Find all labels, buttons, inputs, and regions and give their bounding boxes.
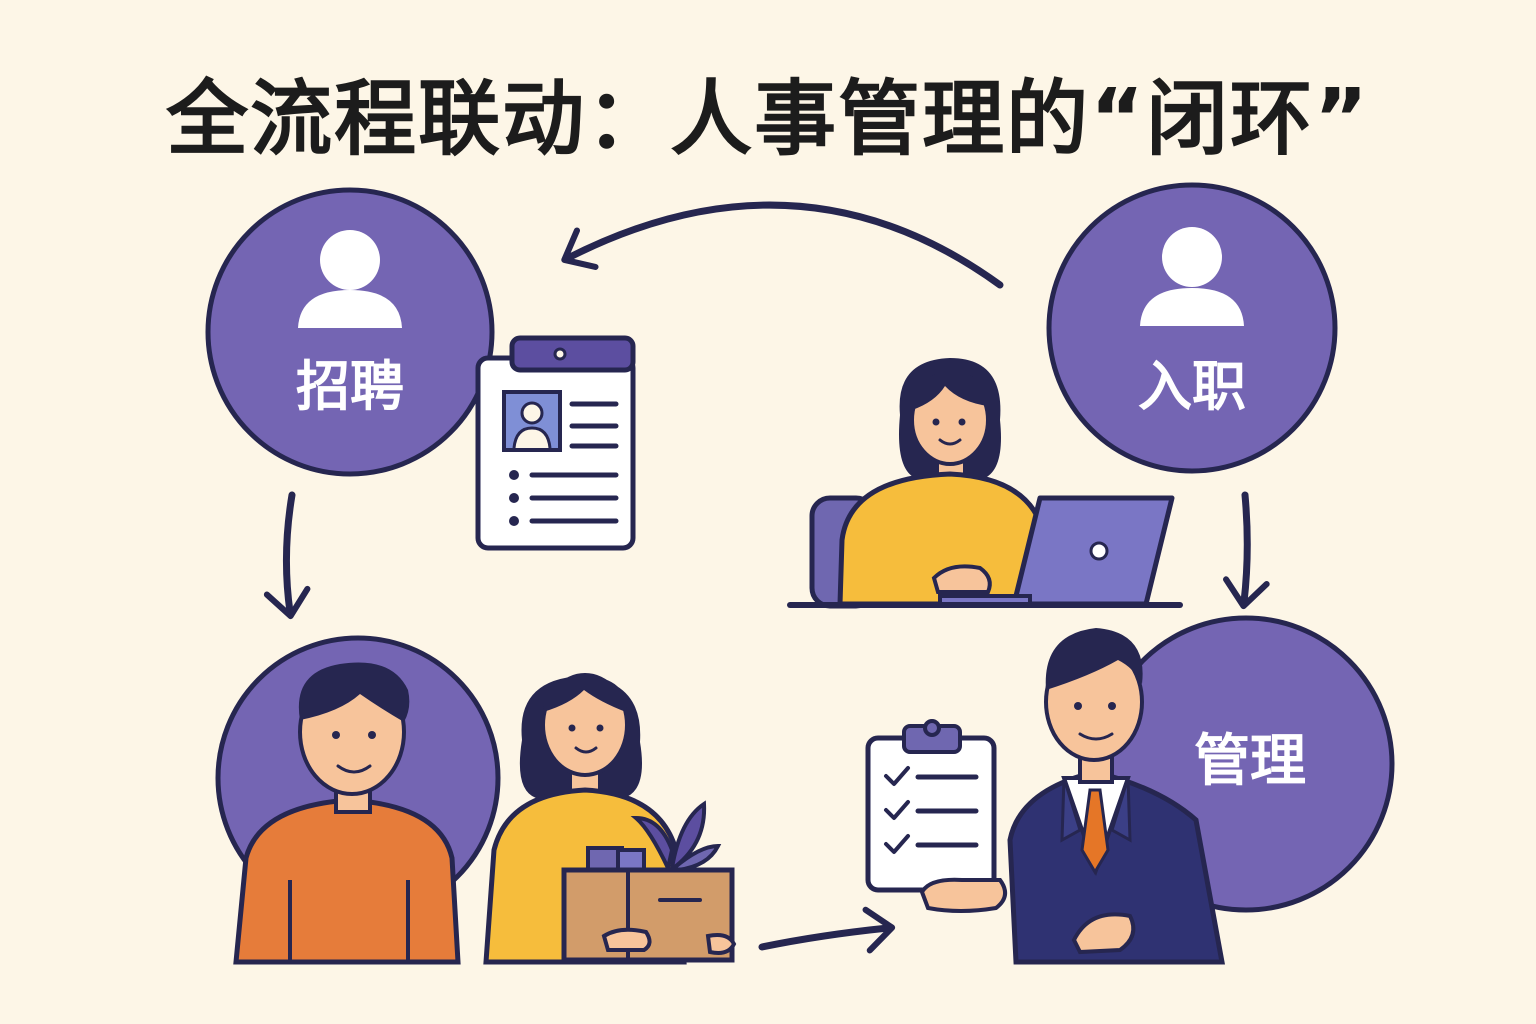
stage-label-recruit: 招聘 (296, 355, 404, 418)
person-icon (298, 230, 402, 328)
manager-with-clipboard (865, 628, 1225, 965)
arrow-onboard-to-recruit (561, 201, 1004, 289)
person-icon (1140, 227, 1244, 326)
stage-label-onboard: 入职 (1138, 355, 1246, 418)
new-hire-group (215, 635, 501, 965)
arrow-onboard-down (1222, 491, 1270, 610)
stage-onboard: 入职 (1046, 182, 1338, 474)
page-title: 全流程联动：人事管理的“闭环” (166, 72, 1370, 167)
man-orange-shirt (233, 662, 461, 965)
stage-label-manage: 管理 (1194, 729, 1306, 794)
clipboard-checklist-icon (865, 719, 997, 893)
woman-with-box (483, 673, 737, 965)
stage-recruit: 招聘 (205, 187, 495, 477)
arrow-recruit-down (263, 491, 311, 620)
cycle-arrows (263, 201, 1270, 954)
woman-at-laptop (787, 358, 1183, 609)
resume-card-icon (475, 335, 636, 551)
arrow-bottom-right (758, 906, 896, 954)
